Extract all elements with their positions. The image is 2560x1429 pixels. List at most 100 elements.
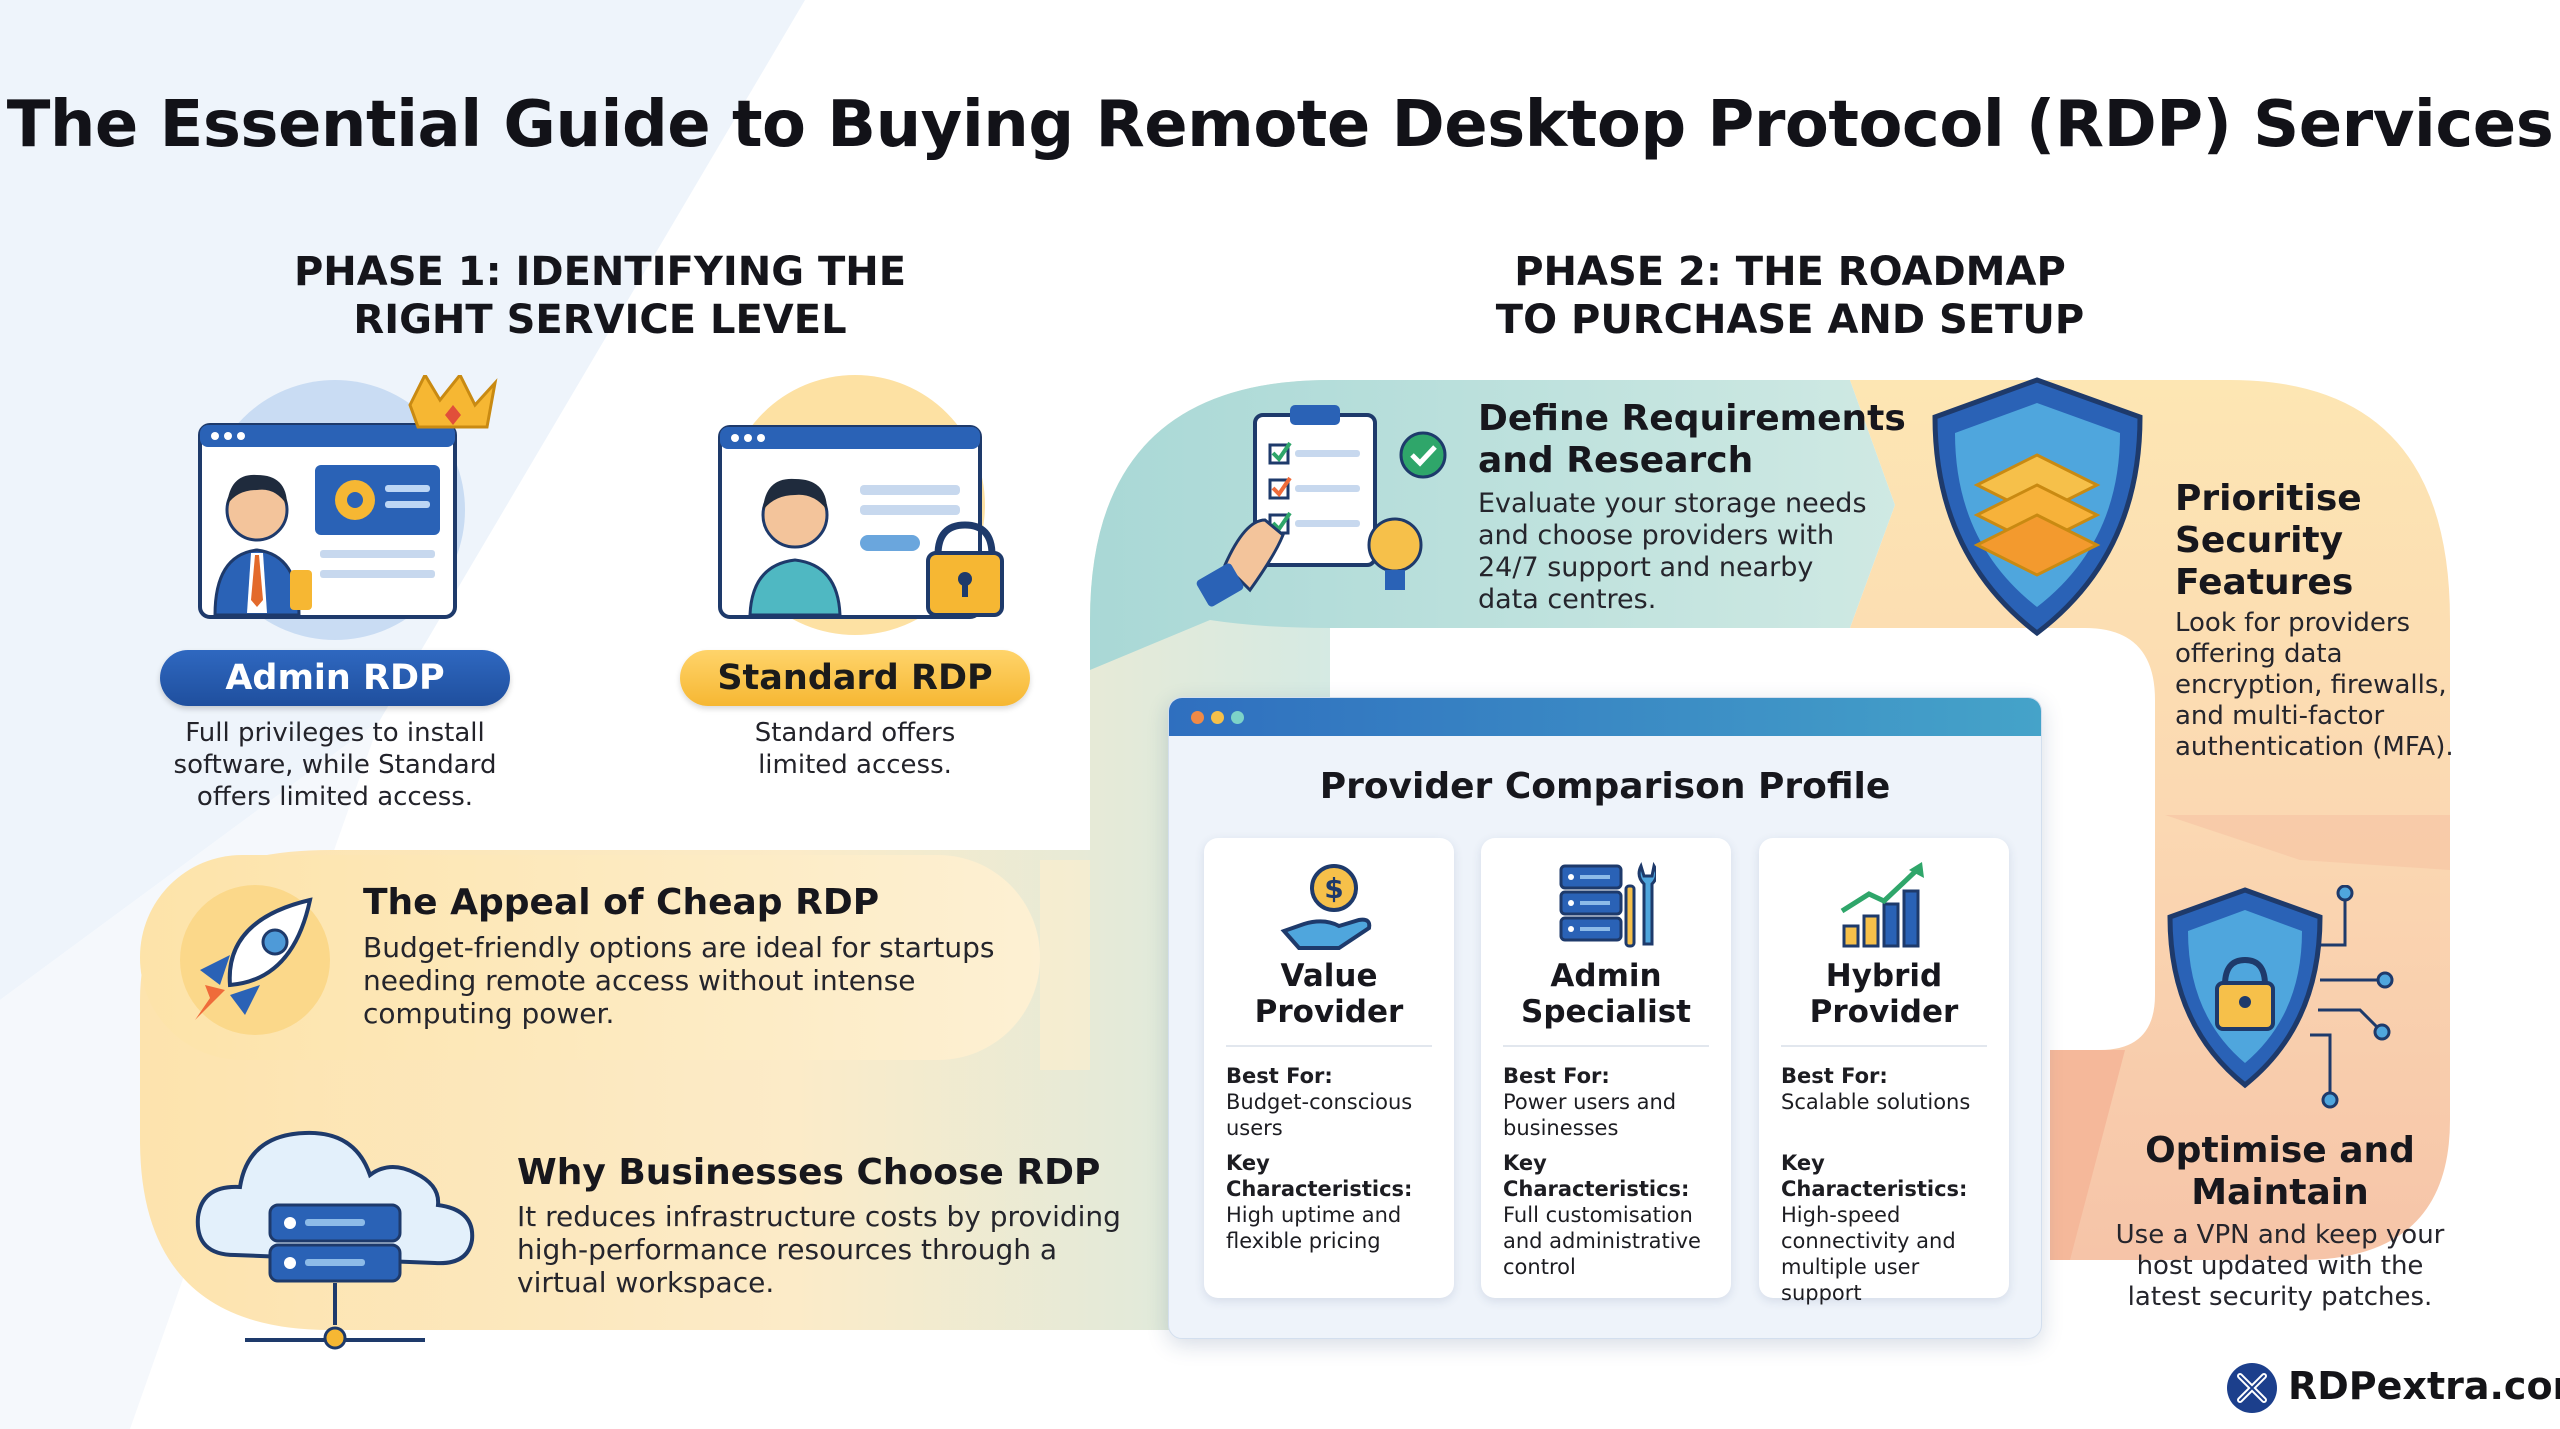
body-line: Use a VPN and keep your — [2115, 1220, 2445, 1250]
window-dot — [1211, 711, 1224, 724]
desc-line: software, while Standard — [173, 750, 497, 780]
body-line: encryption, firewalls, — [2175, 670, 2447, 700]
best-for-label: Best For: — [1781, 1064, 1888, 1088]
best-for-label: Best For: — [1226, 1064, 1333, 1088]
best-for-section: Best For: Budget-conscious users — [1226, 1063, 1440, 1141]
brand-logo-icon — [2227, 1363, 2277, 1413]
best-for-label: Best For: — [1503, 1064, 1610, 1088]
provider-name-line: Hybrid — [1825, 958, 1943, 994]
lock-shield-icon — [2167, 885, 2394, 1109]
admin-user-icon — [198, 375, 498, 640]
body-line: Look for providers — [2175, 608, 2411, 638]
provider-name-line: Provider — [1809, 994, 1959, 1030]
admin-rdp-description: Full privileges to install software, whi… — [140, 717, 530, 813]
provider-name-line: Admin — [1550, 958, 1662, 994]
key-characteristics-label: Key Characteristics: — [1503, 1151, 1690, 1201]
key-characteristics-line: High uptime and — [1226, 1203, 1402, 1227]
card-divider — [1781, 1045, 1987, 1047]
key-characteristics-line: flexible pricing — [1226, 1229, 1381, 1253]
why-rdp-heading: Why Businesses Choose RDP — [517, 1152, 1101, 1193]
key-characteristics-section: Key Characteristics: Full customisation … — [1503, 1150, 1717, 1280]
body-line: and choose providers with — [1478, 520, 1835, 551]
admin-rdp-label: Admin RDP — [160, 650, 510, 706]
provider-card-admin: Admin Specialist Best For: Power users a… — [1481, 838, 1731, 1298]
window-title-bar — [1169, 698, 2041, 736]
page-title: The Essential Guide to Buying Remote Des… — [6, 88, 2554, 162]
cloud-server-icon — [195, 1130, 475, 1350]
provider-card-value: $ Value Provider Best For: Budget-consci… — [1204, 838, 1454, 1298]
phase1-title-line: PHASE 1: IDENTIFYING THE — [293, 249, 907, 295]
heading-line: Features — [2175, 562, 2354, 603]
rocket-icon — [180, 885, 330, 1035]
key-characteristics-label: Key Characteristics: — [1226, 1151, 1413, 1201]
provider-name-line: Provider — [1254, 994, 1404, 1030]
comparison-title: Provider Comparison Profile — [1319, 766, 1891, 807]
body-line: data centres. — [1478, 584, 1657, 615]
window-dot — [1191, 711, 1204, 724]
best-for-section: Best For: Power users and businesses — [1503, 1063, 1717, 1141]
provider-name-line: Specialist — [1521, 994, 1691, 1030]
body-line: Budget-friendly options are ideal for st… — [363, 931, 995, 964]
optimise-heading: Optimise and Maintain — [2080, 1130, 2480, 1214]
key-characteristics-section: Key Characteristics: High-speed connecti… — [1781, 1150, 1995, 1306]
best-for-line: Power users and — [1503, 1090, 1677, 1114]
body-line: computing power. — [363, 997, 615, 1030]
provider-name-line: Value — [1280, 958, 1378, 994]
provider-name: Value Provider — [1204, 958, 1454, 1030]
body-line: 24/7 support and nearby — [1478, 552, 1814, 583]
key-characteristics-section: Key Characteristics: High uptime and fle… — [1226, 1150, 1440, 1254]
card-divider — [1503, 1045, 1709, 1047]
body-line: It reduces infrastructure costs by provi… — [517, 1200, 1121, 1233]
standard-user-icon — [718, 375, 1004, 635]
body-line: offering data — [2175, 639, 2343, 669]
heading-line: Maintain — [2191, 1172, 2369, 1213]
key-characteristics-line: connectivity and — [1781, 1229, 1956, 1253]
best-for-line: users — [1226, 1116, 1283, 1140]
card-divider — [1226, 1045, 1432, 1047]
provider-name: Admin Specialist — [1481, 958, 1731, 1030]
heading-line: and Research — [1478, 440, 1754, 481]
brand-name: RDPextra.com — [2288, 1364, 2560, 1408]
desc-line: limited access. — [758, 750, 952, 780]
heading-line: Optimise and — [2145, 1130, 2415, 1171]
heading-line: Security — [2175, 520, 2344, 561]
phase2-title: PHASE 2: THE ROADMAP TO PURCHASE AND SET… — [1400, 248, 2180, 344]
body-line: and multi-factor — [2175, 701, 2385, 731]
heading-line: Prioritise — [2175, 478, 2362, 519]
standard-rdp-label: Standard RDP — [680, 650, 1030, 706]
best-for-line: Scalable solutions — [1781, 1090, 1971, 1114]
key-characteristics-line: and administrative — [1503, 1229, 1701, 1253]
provider-name: Hybrid Provider — [1759, 958, 2009, 1030]
best-for-section: Best For: Scalable solutions — [1781, 1063, 1995, 1115]
cheap-rdp-heading: The Appeal of Cheap RDP — [363, 882, 880, 923]
key-characteristics-line: Full customisation — [1503, 1203, 1693, 1227]
key-characteristics-label: Key Characteristics: — [1781, 1151, 1968, 1201]
standard-rdp-description: Standard offers limited access. — [680, 717, 1030, 781]
body-line: high-performance resources through a — [517, 1233, 1058, 1266]
phase2-title-line: TO PURCHASE AND SETUP — [1495, 297, 2085, 343]
optimise-body: Use a VPN and keep your host updated wit… — [2080, 1220, 2480, 1313]
best-for-line: Budget-conscious — [1226, 1090, 1413, 1114]
heading-line: Define Requirements — [1478, 398, 1906, 439]
key-characteristics-line: control — [1503, 1255, 1576, 1279]
checklist-lightbulb-icon — [1196, 405, 1447, 607]
body-line: virtual workspace. — [517, 1266, 775, 1299]
desc-line: Full privileges to install — [185, 718, 485, 748]
body-line: needing remote access without intense — [363, 964, 916, 997]
body-line: authentication (MFA). — [2175, 732, 2454, 762]
phase1-title: PHASE 1: IDENTIFYING THE RIGHT SERVICE L… — [220, 248, 980, 344]
body-line: host updated with the — [2136, 1251, 2424, 1281]
security-shield-icon — [1932, 377, 2143, 637]
desc-line: Standard offers — [754, 718, 956, 748]
desc-line: offers limited access. — [196, 782, 474, 812]
key-characteristics-line: multiple user — [1781, 1255, 1920, 1279]
security-features-heading: Prioritise Security Features — [2175, 478, 2362, 604]
cheap-rdp-body: Budget-friendly options are ideal for st… — [363, 931, 995, 1030]
define-requirements-body: Evaluate your storage needs and choose p… — [1478, 488, 1867, 616]
security-features-body: Look for providers offering data encrypt… — [2175, 608, 2454, 763]
svg-text:$: $ — [1324, 872, 1343, 905]
coin-hand-icon: $ — [1280, 864, 1372, 950]
define-requirements-heading: Define Requirements and Research — [1478, 398, 1906, 482]
body-line: latest security patches. — [2127, 1282, 2433, 1312]
growth-chart-icon — [1840, 862, 1924, 948]
